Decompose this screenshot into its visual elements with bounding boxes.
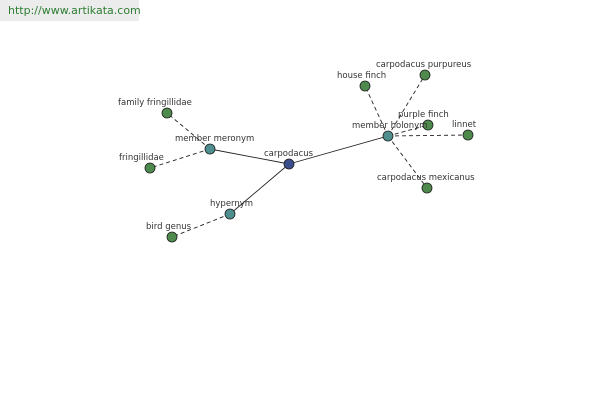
- edge-member-holonym-to-carpodacus-mexicanus: [387, 135, 428, 189]
- node-carpodacus[interactable]: [283, 158, 295, 170]
- edge-member-holonym-to-carpodacus-purpureus: [387, 74, 426, 137]
- node-carpodacus-mexicanus[interactable]: [421, 182, 433, 194]
- node-label-carpodacus-mexicanus: carpodacus mexicanus: [377, 173, 475, 183]
- edge-member-meronym-to-fringillidae: [149, 148, 211, 169]
- node-label-fringillidae: fringillidae: [119, 153, 164, 163]
- node-label-carpodacus-purpureus: carpodacus purpureus: [376, 60, 472, 70]
- node-member-meronym[interactable]: [204, 143, 216, 155]
- node-hypernym[interactable]: [224, 208, 236, 220]
- site-url-link[interactable]: http://www.artikata.com: [8, 4, 141, 17]
- node-label-member-meronym: member meronym: [175, 134, 254, 144]
- graph-edges: [149, 74, 469, 238]
- node-label-member-holonym: member holonym: [352, 121, 427, 131]
- node-carpodacus-purpureus[interactable]: [419, 69, 431, 81]
- node-label-family-fringillidae: family fringillidae: [118, 98, 192, 108]
- node-label-linnet: linnet: [452, 120, 477, 130]
- edge-member-holonym-to-linnet: [387, 134, 469, 137]
- edge-member-holonym-to-house-finch: [364, 85, 389, 137]
- node-fringillidae[interactable]: [144, 162, 156, 174]
- node-linnet[interactable]: [462, 129, 474, 141]
- edge-member-meronym-to-family-fringillidae: [166, 112, 211, 150]
- node-label-carpodacus: carpodacus: [264, 149, 314, 159]
- node-label-purple-finch: purple finch: [398, 110, 449, 120]
- node-label-bird-genus: bird genus: [146, 222, 192, 232]
- node-purple-finch[interactable]: [422, 119, 434, 131]
- edge-carpodacus-to-member-meronym: [209, 148, 290, 165]
- edge-hypernym-to-bird-genus: [171, 213, 231, 238]
- edge-carpodacus-to-member-holonym: [288, 135, 389, 165]
- url-banner: http://www.artikata.com: [0, 0, 141, 21]
- graph-labels: carpodacus member meronym hypernym member h…: [118, 60, 477, 232]
- node-member-holonym[interactable]: [382, 130, 394, 142]
- node-house-finch[interactable]: [359, 80, 371, 92]
- node-label-house-finch: house finch: [337, 71, 386, 81]
- edge-carpodacus-to-hypernym: [229, 163, 290, 215]
- graph-nodes: [144, 69, 474, 243]
- node-label-hypernym: hypernym: [210, 199, 253, 209]
- node-family-fringillidae[interactable]: [161, 107, 173, 119]
- node-bird-genus[interactable]: [166, 231, 178, 243]
